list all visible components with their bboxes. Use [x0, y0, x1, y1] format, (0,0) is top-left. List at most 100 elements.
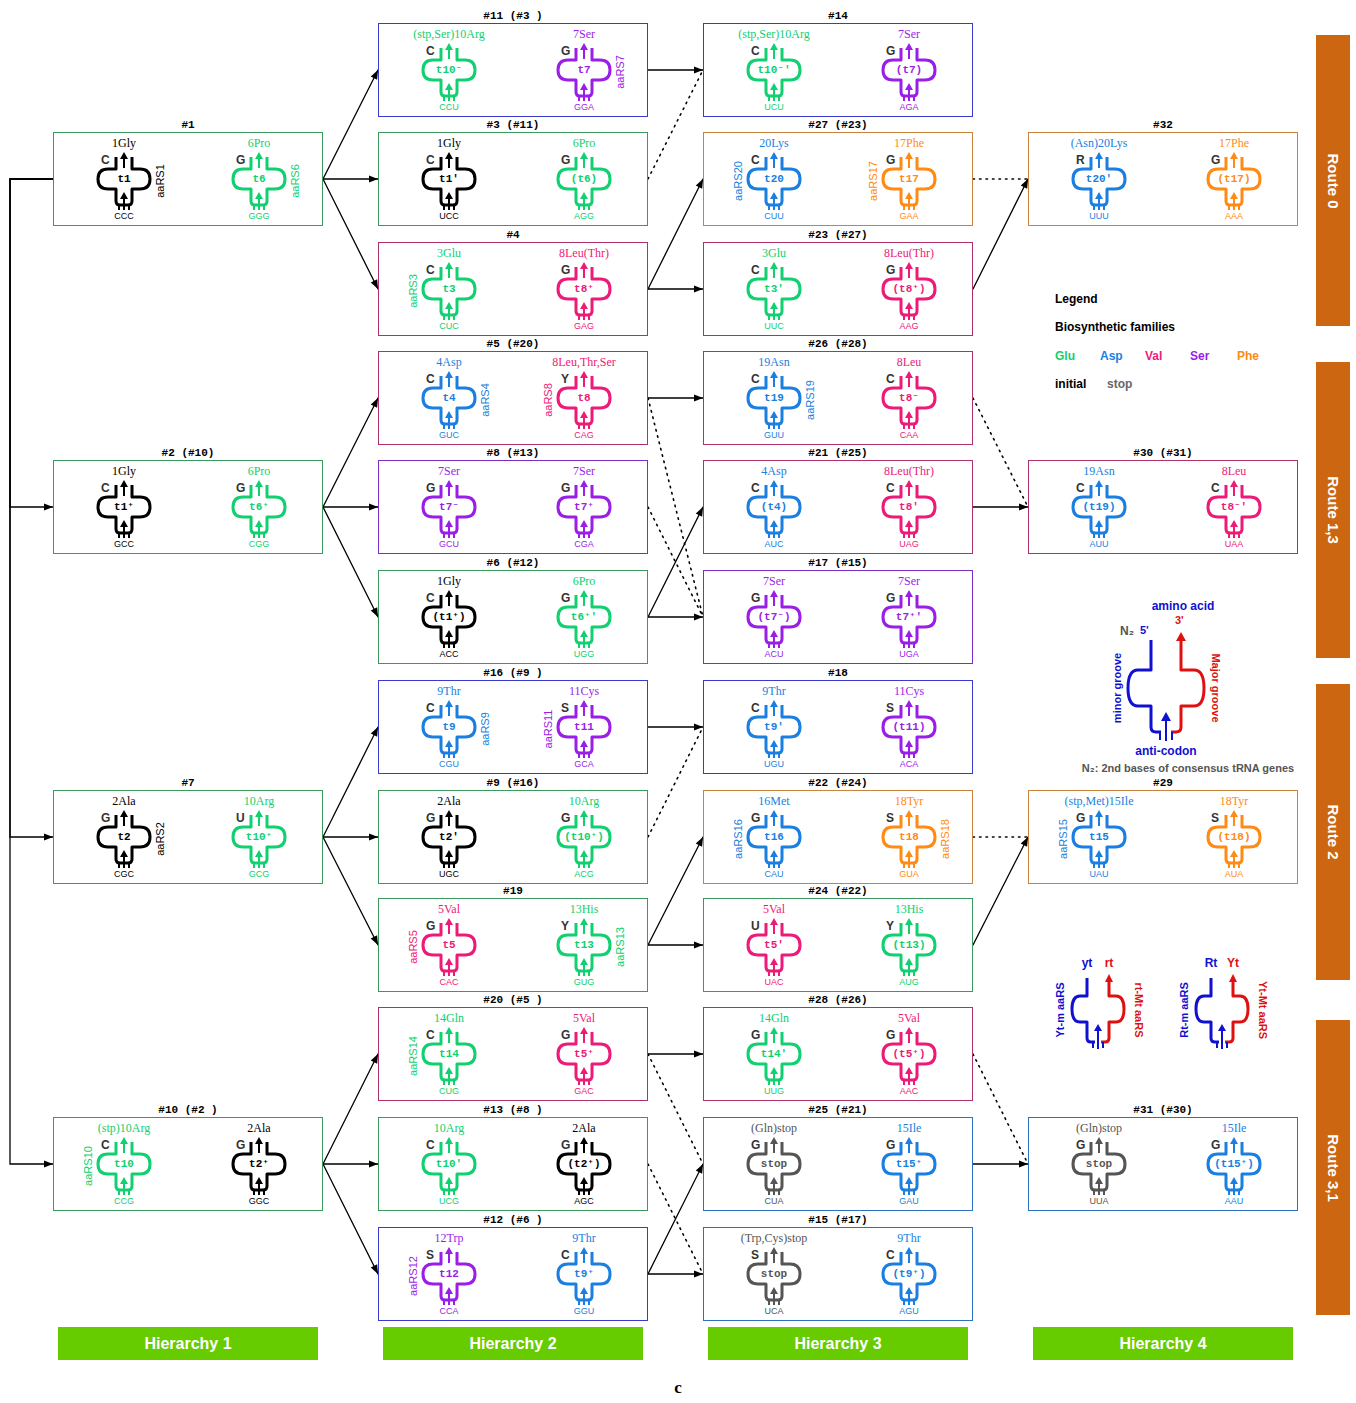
second-base: C: [886, 1249, 895, 1262]
box-number: #27 (#23): [808, 119, 867, 131]
anticodon: AUA: [1225, 869, 1244, 879]
annotation: 5': [1140, 624, 1149, 637]
pair-box: #11 (#3 )(stp,Ser)10ArgCt10⁻CCU7SerGt7GG…: [378, 23, 648, 117]
anticodon: CUC: [439, 321, 459, 331]
amino-acid-label: 9Thr: [437, 684, 460, 698]
trna-glyph: 13HisY(t13)AUG: [881, 919, 937, 989]
figure-caption: c: [674, 1378, 682, 1398]
route-label: Route 3,1: [1325, 1134, 1342, 1202]
trna-glyph: (stp,Ser)10ArgCt10⁻CCU: [421, 44, 477, 114]
amino-acid-label: 17Phe: [1219, 136, 1249, 150]
amino-acid-label: 8Leu,Thr,Ser: [552, 355, 616, 369]
trna-glyph: (Trp,Cys)stopSstopUCA: [746, 1248, 802, 1318]
pair-box: #9 (#16)2AlaGt2′UGC10ArgG(t10⁺)ACG: [378, 790, 648, 884]
annotation: N₂: [1120, 625, 1134, 638]
anticodon: UCU: [764, 102, 784, 112]
anticodon: ACG: [574, 869, 594, 879]
trna-name: t2′: [439, 830, 459, 844]
trna-name: t10⁻′: [757, 63, 790, 77]
second-base: Y: [561, 373, 569, 386]
trna-glyph: 7SerG(t7⁻)ACU: [746, 591, 802, 661]
trna-name: (t6): [571, 172, 597, 186]
anticodon: AUC: [764, 539, 783, 549]
box-number: #22 (#24): [808, 777, 867, 789]
anticodon-ticks: [1160, 718, 1172, 741]
arrow-connector: [323, 1054, 378, 1164]
trna-glyph: 6ProGt6⁺′UGG: [556, 591, 612, 661]
anticodon: GGU: [574, 1306, 595, 1316]
amino-acid-label: 1Gly: [112, 464, 136, 478]
trna-name: (t7): [896, 63, 922, 77]
pair-box: #5 (#20)4AspCt4GUCaaRS48Leu,Thr,SerYt8CA…: [378, 351, 648, 445]
anticodon: GGC: [249, 1196, 270, 1206]
amino-acid-label: (stp)10Arg: [98, 1121, 150, 1135]
box-number: #32: [1153, 119, 1173, 131]
anticodon: AAU: [1225, 1196, 1244, 1206]
amino-acid-label: 17Phe: [894, 136, 924, 150]
arrow-connector: [648, 1273, 703, 1274]
pair-box: #12 (#6 )12TrpSt12CCAaaRS129ThrCt9⁺GGU: [378, 1227, 648, 1321]
arrow-connector: [648, 616, 703, 617]
anticodon: GGG: [248, 211, 269, 221]
arrow-connector: [648, 726, 703, 727]
second-base: S: [426, 1249, 434, 1262]
annotation: Yt: [1227, 957, 1239, 970]
second-base: C: [426, 373, 435, 386]
second-base: C: [1076, 482, 1085, 495]
trna-glyph: 14GlnGt14′UUG: [746, 1028, 802, 1098]
second-base: C: [426, 1029, 435, 1042]
anticodon: GCA: [574, 759, 594, 769]
amino-acid-label: (stp,Ser)10Arg: [413, 27, 484, 41]
second-base: C: [751, 702, 760, 715]
arrow-connector: [10, 179, 53, 837]
dotted-connector: [973, 1054, 1028, 1164]
second-base: G: [886, 45, 895, 58]
trna-name: t1′: [439, 172, 459, 186]
box-number: #13 (#8 ): [483, 1104, 542, 1116]
second-base: G: [751, 1029, 760, 1042]
second-base: G: [886, 1139, 895, 1152]
pair-box: #10 (#2 )(stp)10ArgCt10CCGaaRS102AlaGt2⁺…: [53, 1117, 323, 1211]
trna-glyph: 12TrpSt12CCAaaRS12: [421, 1248, 477, 1318]
trna-name: (t1⁺): [432, 610, 465, 624]
second-base: S: [886, 702, 894, 715]
box-number: #9 (#16): [487, 777, 540, 789]
pair-box: #13 (#8 )10ArgCt10′UCG2AlaG(t2⁺)AGC: [378, 1117, 648, 1211]
amino-acid-label: (Gln)stop: [751, 1121, 797, 1135]
dotted-connector: [648, 1164, 703, 1274]
arrow-connector: [10, 179, 53, 1164]
trna-name: t2: [117, 830, 130, 844]
amino-acid-label: 5Val: [763, 902, 785, 916]
amino-acid-label: 2Ala: [572, 1121, 595, 1135]
trna-name: t14: [439, 1047, 459, 1061]
trna-glyph: 15IleGt15⁺GAU: [881, 1138, 937, 1208]
pair-box: #28 (#26)14GlnGt14′UUG5ValG(t5⁺)AAC: [703, 1007, 973, 1101]
amino-acid-label: 8Leu(Thr): [884, 464, 934, 478]
trna-name: t13: [574, 938, 594, 952]
aars-label: aaRS12: [407, 1256, 420, 1296]
arrow-head: [1229, 974, 1237, 982]
arrow-connector: [323, 178, 378, 179]
trna-name: t4: [442, 391, 455, 405]
box-number: #28 (#26): [808, 994, 867, 1006]
anticodon: GAU: [899, 1196, 919, 1206]
anticodon: GUA: [899, 869, 919, 879]
trna-glyph: 10ArgUt10⁺GCG: [231, 811, 287, 881]
box-number: #19: [503, 885, 523, 897]
amino-acid-label: 3Glu: [437, 246, 461, 260]
legend-entry: stop: [1107, 378, 1132, 391]
trna-name: t16: [764, 830, 784, 844]
second-base: G: [561, 812, 570, 825]
anticodon: UAC: [764, 977, 783, 987]
trna-glyph: 11CysSt11GCAaaRS11: [556, 701, 612, 771]
second-base: G: [561, 264, 570, 277]
anticodon: GUC: [439, 430, 459, 440]
anticodon: ACA: [900, 759, 919, 769]
hierarchy-bar: Hierarchy 3: [708, 1327, 968, 1360]
trna-schematic-minor: [1196, 978, 1219, 1042]
trna-name: t3: [442, 282, 455, 296]
aars-label: aaRS14: [407, 1036, 420, 1076]
amino-acid-label: 1Gly: [437, 136, 461, 150]
box-number: #3 (#11): [487, 119, 540, 131]
